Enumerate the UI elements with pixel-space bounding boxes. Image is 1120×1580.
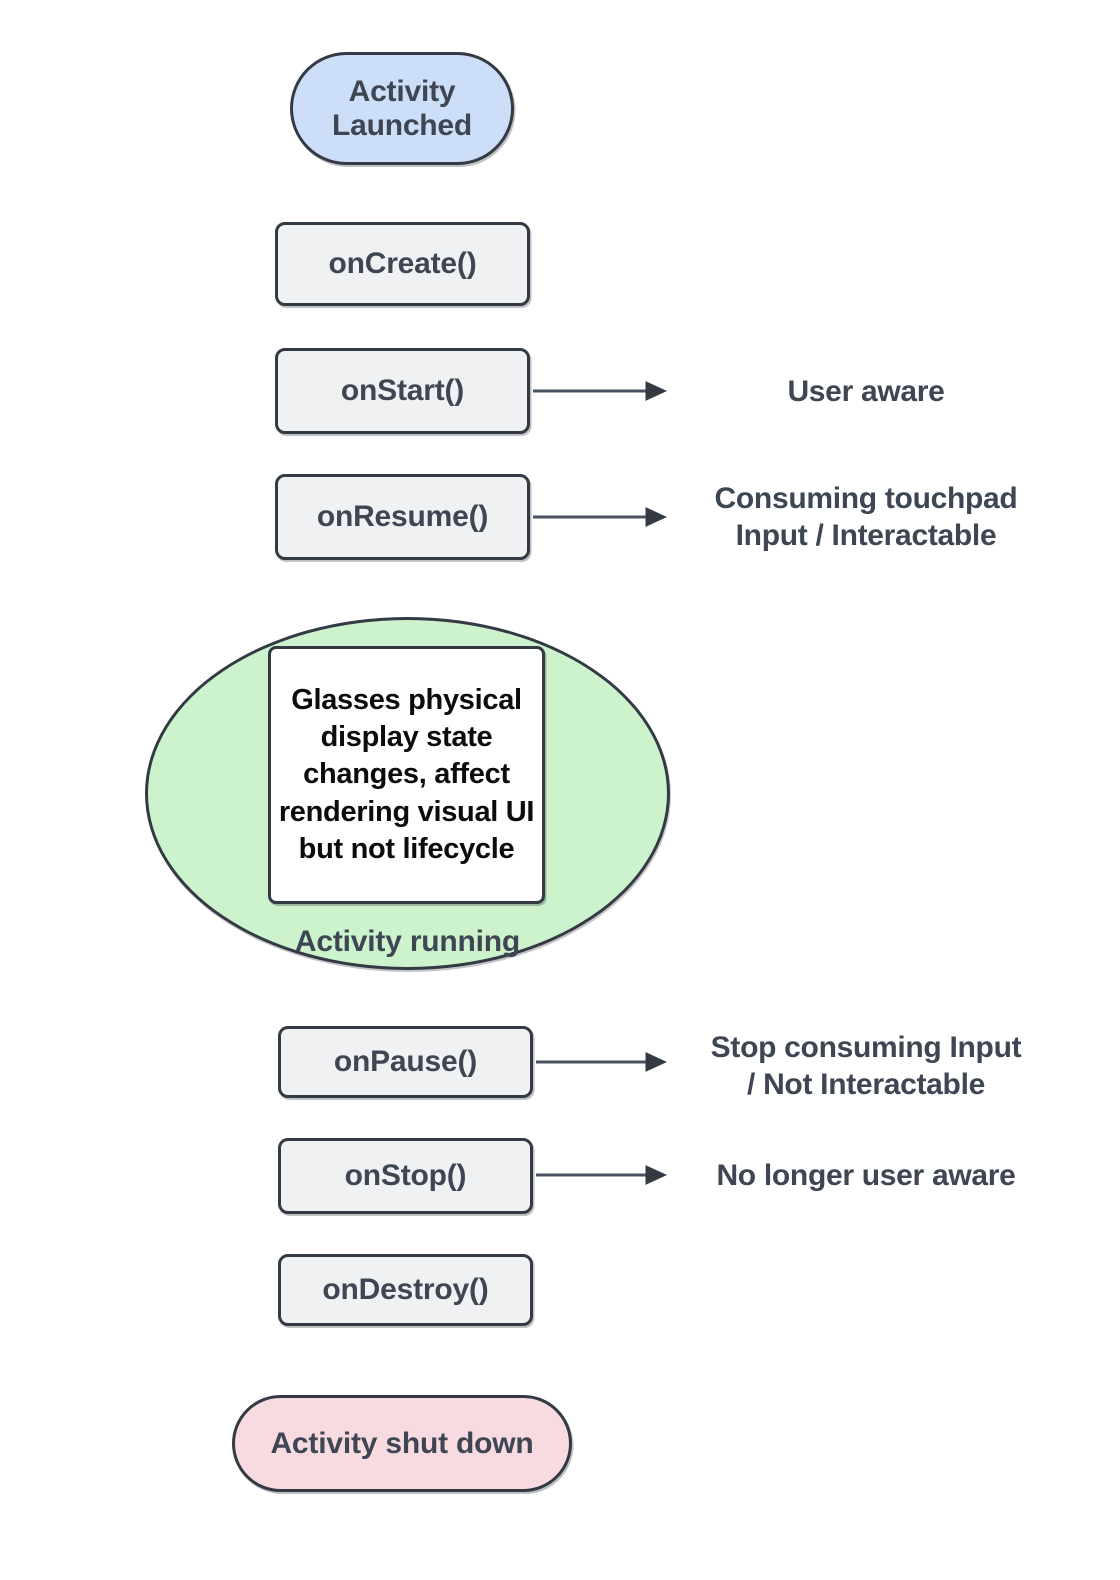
node-on-destroy[interactable]: onDestroy() — [278, 1254, 533, 1326]
node-activity-running-label: Activity running — [145, 925, 670, 959]
annotation-stop-consuming-input-line1: Stop consuming Input — [710, 1031, 1022, 1064]
node-on-pause[interactable]: onPause() — [278, 1026, 533, 1098]
node-activity-shut-down-label: Activity shut down — [270, 1426, 534, 1460]
node-activity-running-label-text: Activity running — [294, 925, 521, 958]
node-on-pause-label: onPause() — [333, 1045, 478, 1079]
annotation-no-longer-user-aware-text: No longer user aware — [716, 1159, 1016, 1192]
annotation-consuming-input: Consuming touchpad Input / Interactable — [666, 481, 1066, 554]
node-activity-shut-down[interactable]: Activity shut down — [232, 1395, 572, 1492]
node-on-create-label: onCreate() — [328, 247, 477, 281]
node-on-create[interactable]: onCreate() — [275, 222, 530, 306]
node-on-resume-label: onResume() — [316, 500, 489, 534]
node-running-note[interactable]: Glasses physical display state changes, … — [268, 646, 545, 904]
annotation-stop-consuming-input: Stop consuming Input / Not Interactable — [666, 1030, 1066, 1103]
node-on-destroy-label: onDestroy() — [322, 1273, 489, 1307]
node-on-resume[interactable]: onResume() — [275, 474, 530, 560]
node-running-note-text: Glasses physical display state changes, … — [278, 684, 535, 865]
node-on-start-label: onStart() — [340, 374, 465, 408]
annotation-user-aware: User aware — [666, 374, 1066, 411]
annotation-stop-consuming-input-line2: / Not Interactable — [747, 1067, 985, 1101]
node-on-stop[interactable]: onStop() — [278, 1138, 533, 1214]
node-on-start[interactable]: onStart() — [275, 348, 530, 434]
node-on-stop-label: onStop() — [344, 1159, 467, 1193]
annotation-consuming-input-line1: Consuming touchpad — [714, 482, 1018, 515]
annotation-no-longer-user-aware: No longer user aware — [666, 1158, 1066, 1195]
node-activity-launched[interactable]: Activity Launched — [290, 52, 514, 165]
annotation-consuming-input-line2: Input / Interactable — [735, 518, 997, 552]
annotation-user-aware-text: User aware — [787, 375, 945, 408]
node-activity-launched-label: Activity Launched — [331, 74, 473, 142]
